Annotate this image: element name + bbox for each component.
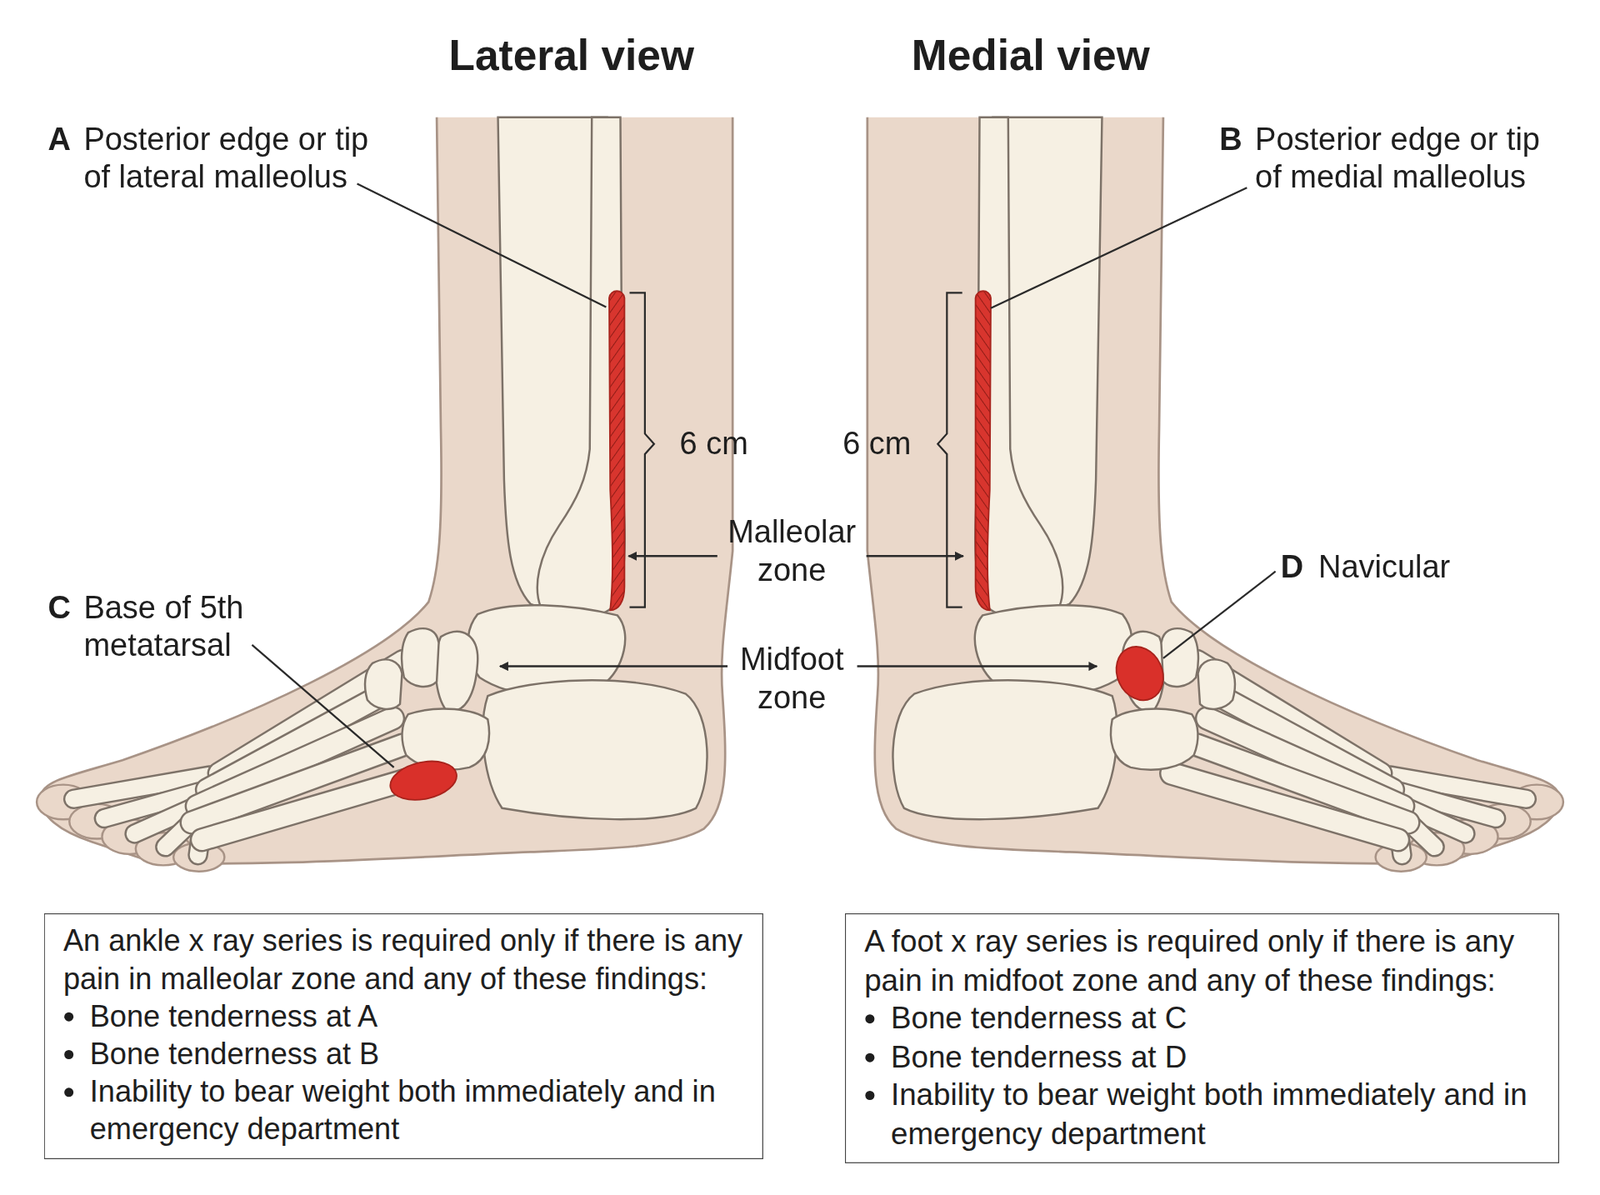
zone-label: Malleolar zone (715, 513, 869, 590)
zone-arrow (866, 555, 964, 557)
rule-heading: An ankle x ray series is required only i… (63, 922, 745, 998)
brackets (630, 292, 963, 607)
callout-text: Base of 5th metatarsal (83, 589, 288, 665)
callout-text: Posterior edge or tip of lateral malleol… (83, 120, 385, 196)
view-title: Medial view (805, 30, 1255, 83)
bracket (937, 292, 962, 607)
leader-line (251, 645, 394, 768)
malleolus-zone-a (609, 290, 625, 610)
leader-line (1163, 571, 1276, 659)
navicular-zone (1107, 639, 1172, 709)
callout-text: Navicular (1318, 548, 1523, 587)
malleolus-zone-b (975, 290, 991, 610)
leader-line (990, 187, 1247, 308)
lateral-foot (36, 117, 733, 872)
callout-letter: B (1219, 120, 1255, 159)
rule-list: Bone tenderness at CBone tenderness at D… (864, 999, 1540, 1153)
medial-markings (975, 290, 1173, 708)
callout-letter: A (48, 120, 84, 159)
zone-arrow (628, 555, 718, 557)
callout-letter: C (48, 589, 84, 628)
rule-item: Bone tenderness at A (90, 997, 745, 1035)
bracket (630, 292, 655, 607)
medial-foot (867, 117, 1564, 872)
lateral-markings (386, 290, 625, 805)
zone-arrow (500, 665, 728, 667)
view-title: Lateral view (346, 30, 796, 83)
callout-text: Posterior edge or tip of medial malleolu… (1255, 120, 1561, 196)
rule-item: Inability to bear weight both immediatel… (890, 1075, 1540, 1153)
rule-box: An ankle x ray series is required only i… (44, 913, 764, 1160)
dimension: 6 cm (680, 424, 777, 463)
rule-item: Bone tenderness at B (90, 1035, 745, 1073)
zone-label: Midfoot zone (720, 640, 863, 717)
rule-item: Bone tenderness at C (890, 999, 1540, 1038)
zone-arrow (857, 665, 1098, 667)
rule-item: Inability to bear weight both immediatel… (90, 1073, 745, 1149)
rule-box: A foot x ray series is required only if … (845, 913, 1560, 1164)
callout-letter: D (1280, 548, 1316, 587)
rule-heading: A foot x ray series is required only if … (864, 922, 1540, 1000)
fifth-metatarsal-zone (386, 755, 460, 806)
dimension: 6 cm (805, 424, 911, 463)
leader-lines (251, 183, 1275, 767)
rule-list: Bone tenderness at ABone tenderness at B… (63, 997, 745, 1149)
rule-item: Bone tenderness at D (890, 1037, 1540, 1076)
leader-line (357, 183, 607, 307)
